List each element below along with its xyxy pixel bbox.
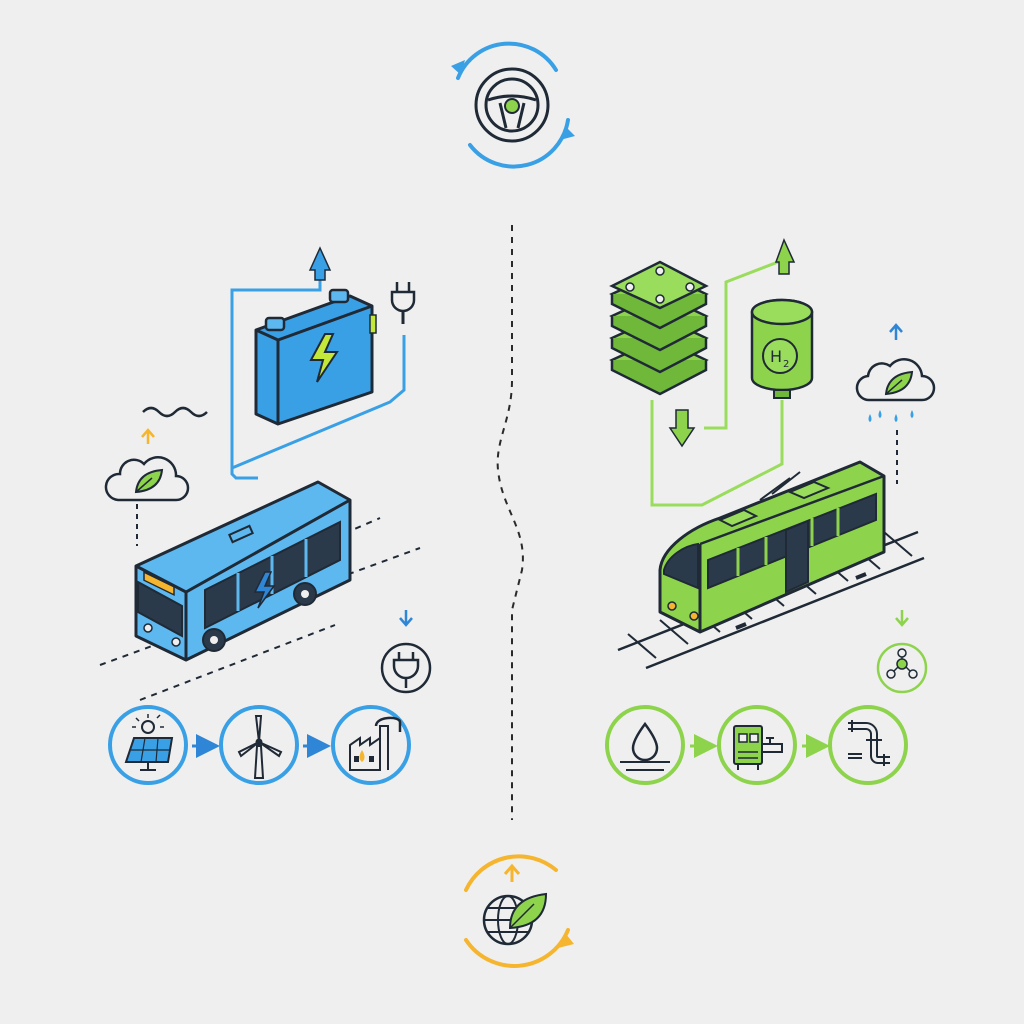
water-drop-icon xyxy=(605,705,685,785)
emission-wave xyxy=(142,406,208,418)
green-small-down-arrow xyxy=(895,610,909,627)
battery-icon xyxy=(254,288,377,426)
blue-down-arrow xyxy=(399,610,413,627)
fuel-cell-stack-icon xyxy=(609,260,709,396)
globe-leaf-cycle-icon xyxy=(464,854,574,968)
hydrogen-loop-line xyxy=(650,400,784,507)
plug-icon-small xyxy=(390,282,416,324)
steering-wheel-cycle-icon xyxy=(451,41,575,169)
pipeline-icon xyxy=(828,705,908,785)
orange-up-arrow xyxy=(141,428,155,444)
green-down-arrow xyxy=(668,409,696,448)
hydrogen-train-icon xyxy=(658,460,886,634)
hydrogen-label: H xyxy=(770,347,782,366)
cloud-rain-leaf-icon xyxy=(855,358,936,484)
hydrogen-tank-icon: H 2 xyxy=(750,298,814,399)
molecule-icon xyxy=(876,642,928,694)
battery-loop xyxy=(230,246,406,480)
solar-panel-icon xyxy=(108,705,188,785)
hydrogen-return-line xyxy=(704,260,779,430)
hydrogen-subscript: 2 xyxy=(783,359,789,370)
cloud-leaf-icon-left xyxy=(104,456,190,546)
electrolyzer-icon xyxy=(717,705,797,785)
green-up-arrow xyxy=(774,238,796,275)
factory-icon xyxy=(331,705,411,785)
wind-turbine-icon xyxy=(219,705,299,785)
center-divider xyxy=(496,225,524,820)
charging-plug-icon xyxy=(380,642,432,694)
blue-up-arrow-right xyxy=(889,323,903,340)
electric-bus-icon xyxy=(134,480,352,662)
